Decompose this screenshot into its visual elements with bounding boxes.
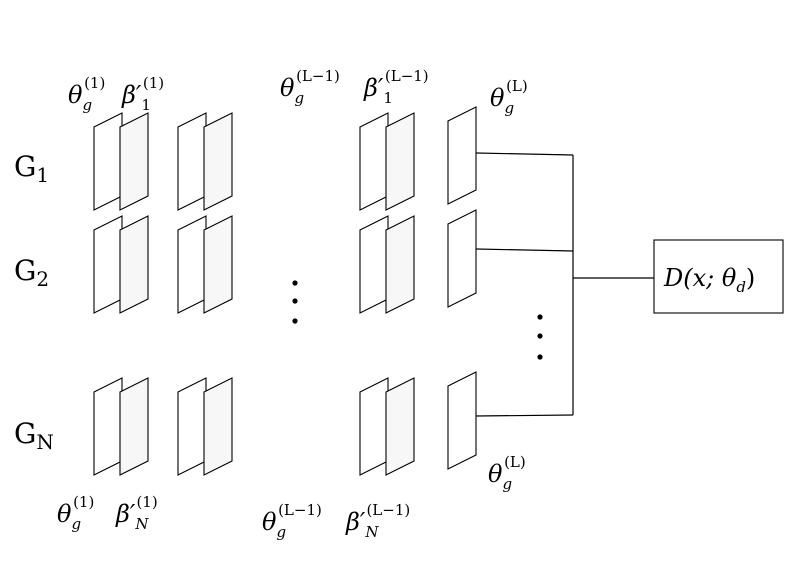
layer-stacks [93, 106, 477, 476]
layer-gn-pair1-back [119, 377, 149, 476]
layer-g1-pair2-back [203, 112, 233, 211]
top-label-first-beta: β′1(1) [121, 74, 164, 114]
layer-gn-pair3-back [385, 377, 415, 476]
layer-g1-pair2-front [177, 112, 207, 211]
bottom-label-first-beta: β′N(1) [115, 493, 158, 533]
layer-gn-pair2-back [203, 377, 233, 476]
layer-g2-pair3-front [359, 215, 389, 314]
top-label-last-theta: θg(L) [490, 77, 528, 117]
layer-gn-pair2-front [177, 377, 207, 476]
layer-g2-pair1-front [93, 215, 123, 314]
top-label-middle-theta: θg(L−1) [280, 67, 340, 107]
layer-gn-pair1-front [93, 377, 123, 476]
layer-g1-pair1-front [93, 112, 123, 211]
layer-g2-output [447, 209, 477, 308]
layer-g1-output [447, 106, 477, 205]
connection-wires [475, 152, 654, 417]
layer-g2-pair2-front [177, 215, 207, 314]
ellipsis-generators [537, 314, 543, 360]
layer-g2-pair3-back [385, 215, 415, 314]
layer-g1-pair3-front [359, 112, 389, 211]
ellipsis-layers [292, 280, 298, 324]
generator-label-1: G1 [14, 150, 49, 187]
layer-gn-output [447, 371, 477, 470]
generator-label-2: G2 [14, 254, 49, 291]
layer-g2-pair2-back [203, 215, 233, 314]
wire-gn [475, 414, 574, 417]
bottom-label-middle-theta: θg(L−1) [262, 501, 322, 541]
generator-label-n: GN [14, 417, 54, 454]
bottom-label-last-theta: θg(L) [488, 453, 526, 493]
wire-g1 [475, 152, 574, 156]
layer-g1-pair3-back [385, 112, 415, 211]
discriminator-label: D(x; θd) [663, 264, 755, 296]
top-label-middle-beta: β′1(L−1) [363, 67, 429, 107]
layer-g1-pair1-back [119, 112, 149, 211]
layer-g2-pair1-back [119, 215, 149, 314]
bottom-label-middle-beta: β′N(L−1) [345, 501, 410, 541]
bottom-label-first-theta: θg(1) [57, 493, 94, 533]
wire-g2 [475, 248, 574, 252]
discriminator-box [653, 239, 784, 314]
layer-gn-pair3-front [359, 377, 389, 476]
top-label-first-theta: θg(1) [68, 74, 105, 114]
